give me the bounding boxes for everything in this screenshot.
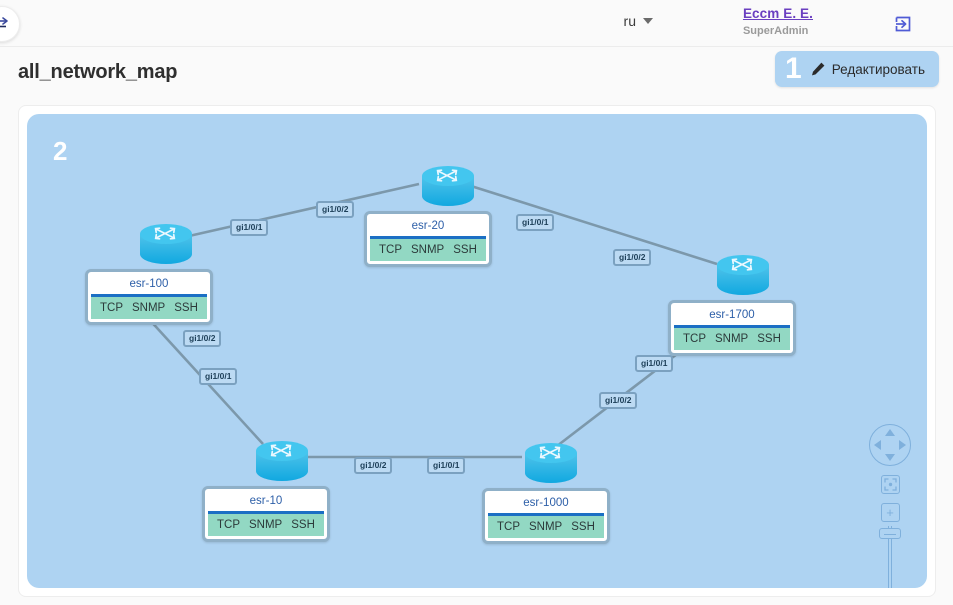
- pan-left-arrow-icon[interactable]: [874, 440, 881, 450]
- protocol-label[interactable]: SNMP: [411, 244, 445, 256]
- link-interface-label[interactable]: gi1/0/1: [427, 457, 466, 474]
- edit-button-badge: 1: [785, 52, 802, 85]
- device-name-label: esr-1000: [488, 494, 604, 516]
- edit-button[interactable]: 1 Редактировать: [775, 51, 939, 87]
- sidebar-toggle-icon: [0, 17, 8, 28]
- chevron-down-icon: [643, 18, 653, 24]
- zoom-slider[interactable]: [879, 526, 901, 588]
- protocol-label[interactable]: TCP: [683, 333, 706, 345]
- edit-button-label: Редактировать: [831, 61, 925, 77]
- pan-right-arrow-icon[interactable]: [899, 440, 906, 450]
- protocol-label[interactable]: TCP: [217, 519, 240, 531]
- link-interface-label[interactable]: gi1/0/2: [316, 201, 355, 218]
- logout-button[interactable]: [891, 12, 915, 36]
- user-block: Eccm E. E. SuperAdmin: [743, 6, 813, 37]
- protocol-label[interactable]: SSH: [453, 244, 477, 256]
- device-protocol-strip: TCP SNMP SSH: [370, 239, 486, 261]
- zoom-slider-handle[interactable]: [879, 528, 901, 539]
- page-header: all_network_map 1 Редактировать: [0, 47, 953, 100]
- user-name-link[interactable]: Eccm E. E.: [742, 6, 813, 21]
- pencil-icon: [811, 62, 825, 76]
- device-name-label: esr-20: [370, 217, 486, 239]
- topology-link[interactable]: [188, 182, 420, 238]
- protocol-label[interactable]: SNMP: [529, 521, 563, 533]
- link-interface-label[interactable]: gi1/0/1: [199, 368, 238, 385]
- device-protocol-strip: TCP SNMP SSH: [208, 514, 324, 536]
- router-icon[interactable]: [419, 164, 477, 210]
- device-protocol-strip: TCP SNMP SSH: [91, 297, 207, 319]
- device-name-label: esr-1700: [674, 306, 790, 328]
- fit-to-screen-icon: [883, 478, 897, 491]
- zoom-slider-track[interactable]: [888, 526, 892, 588]
- pan-down-arrow-icon[interactable]: [885, 454, 895, 461]
- router-icon[interactable]: [714, 253, 772, 299]
- link-interface-label[interactable]: gi1/0/2: [183, 330, 222, 347]
- router-icon[interactable]: [253, 439, 311, 485]
- pan-compass-icon[interactable]: [869, 424, 911, 466]
- fit-to-screen-button[interactable]: [880, 475, 900, 494]
- router-icon[interactable]: [137, 222, 195, 268]
- device-protocol-strip: TCP SNMP SSH: [488, 516, 604, 538]
- language-value: ru: [623, 13, 636, 29]
- zoom-in-icon: +: [886, 505, 894, 520]
- sidebar-toggle-button[interactable]: [0, 6, 20, 42]
- map-controls: +: [869, 424, 911, 588]
- zoom-in-button[interactable]: +: [880, 503, 900, 522]
- page-title: all_network_map: [18, 61, 178, 83]
- link-interface-label[interactable]: gi1/0/1: [516, 214, 555, 231]
- protocol-label[interactable]: SSH: [757, 333, 781, 345]
- link-interface-label[interactable]: gi1/0/1: [230, 219, 269, 236]
- topology-link[interactable]: [470, 184, 718, 266]
- device-name-label: esr-10: [208, 492, 324, 514]
- protocol-label[interactable]: SSH: [571, 521, 595, 533]
- protocol-label[interactable]: SSH: [291, 519, 315, 531]
- device-name-label: esr-100: [91, 275, 207, 297]
- protocol-label[interactable]: SNMP: [132, 302, 166, 314]
- logout-icon: [895, 16, 911, 32]
- top-bar: ru Eccm E. E. SuperAdmin: [0, 0, 953, 47]
- protocol-label[interactable]: TCP: [379, 244, 402, 256]
- user-role-label: SuperAdmin: [742, 25, 809, 37]
- link-interface-label[interactable]: gi1/0/2: [599, 392, 638, 409]
- device-protocol-strip: TCP SNMP SSH: [674, 328, 790, 350]
- protocol-label[interactable]: TCP: [100, 302, 123, 314]
- router-icon[interactable]: [522, 441, 580, 487]
- protocol-label[interactable]: SNMP: [249, 519, 283, 531]
- protocol-label[interactable]: SNMP: [715, 333, 749, 345]
- link-interface-label[interactable]: gi1/0/2: [354, 457, 393, 474]
- pan-up-arrow-icon[interactable]: [885, 429, 895, 436]
- link-interface-label[interactable]: gi1/0/1: [635, 355, 674, 372]
- protocol-label[interactable]: TCP: [497, 521, 520, 533]
- link-interface-label[interactable]: gi1/0/2: [613, 249, 652, 266]
- protocol-label[interactable]: SSH: [174, 302, 198, 314]
- language-selector[interactable]: ru: [624, 13, 653, 29]
